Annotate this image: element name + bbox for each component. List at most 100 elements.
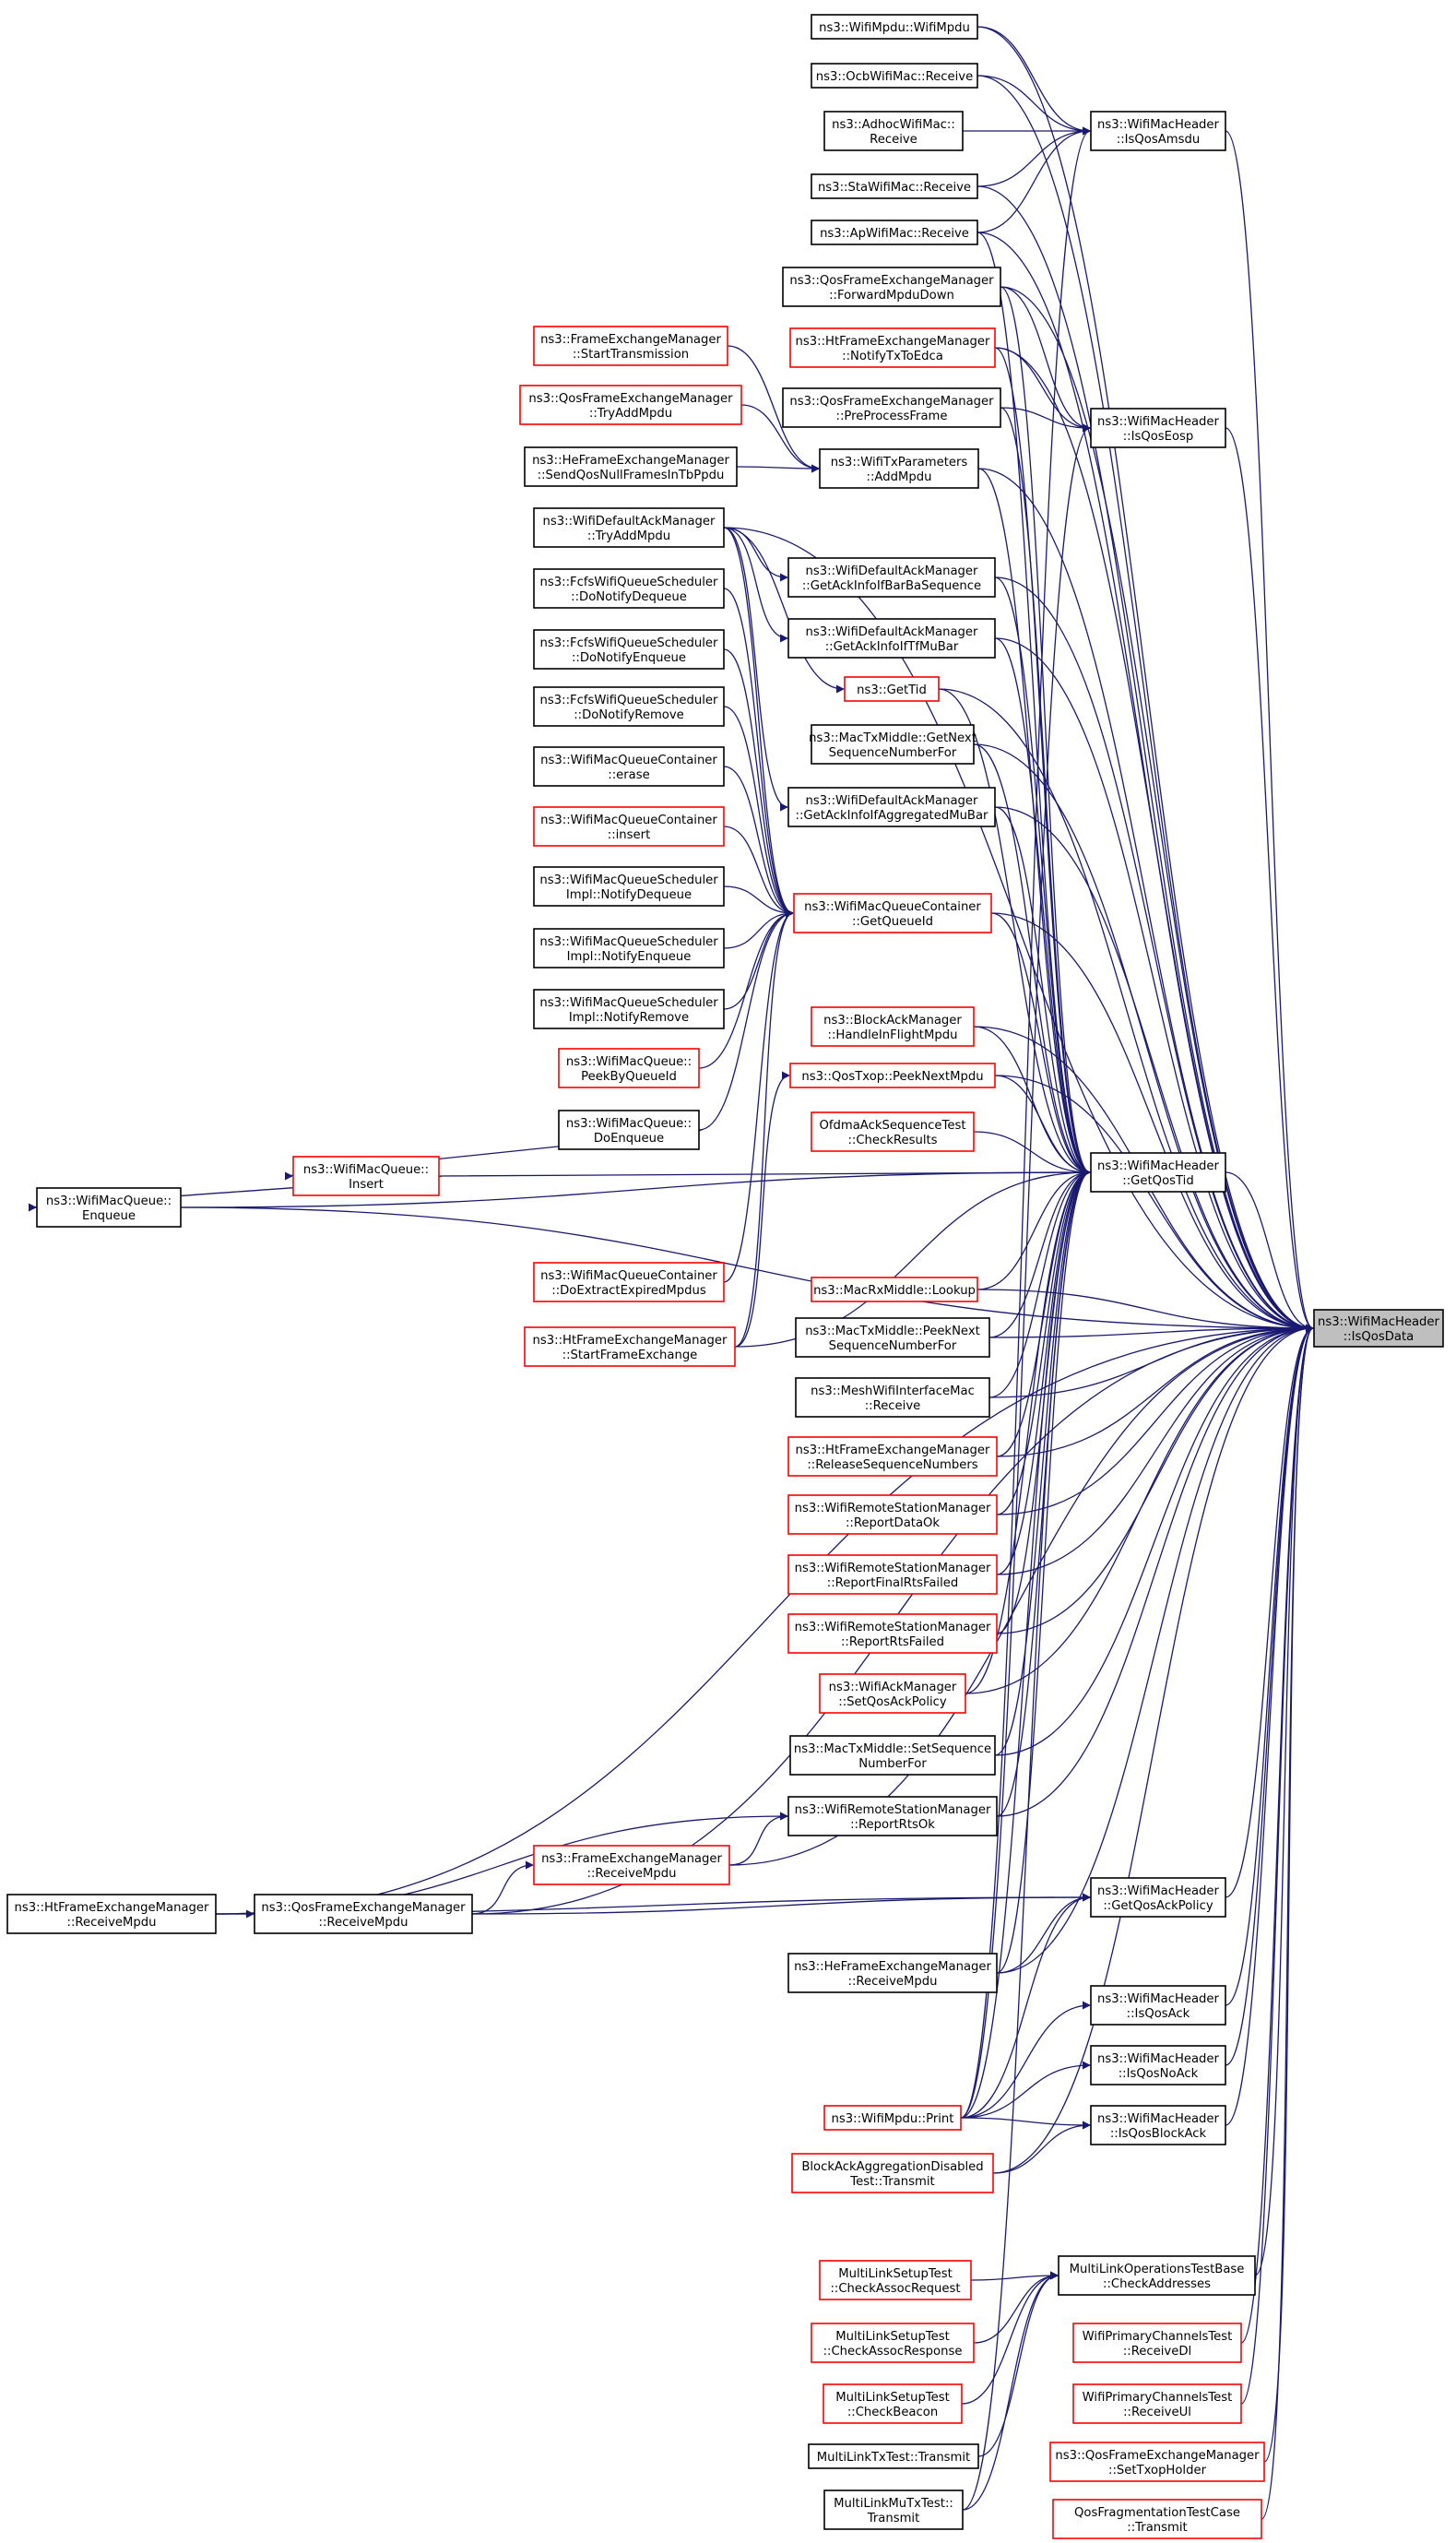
- node-label: ns3::FrameExchangeManager: [540, 333, 721, 347]
- node-report-data-ok[interactable]: ns3::WifiRemoteStationManager::ReportDat…: [787, 1494, 998, 1535]
- node-label: MultiLinkSetupTest: [838, 2267, 953, 2281]
- node-peek-by-queue-id[interactable]: ns3::WifiMacQueue::PeekByQueueId: [558, 1048, 700, 1088]
- node-do-enqueue[interactable]: ns3::WifiMacQueue::DoEnqueue: [558, 1110, 700, 1150]
- node-impl-enqueue[interactable]: ns3::WifiMacQueueSchedulerImpl::NotifyEn…: [533, 928, 725, 968]
- node-get-ack-tf-mu-bar[interactable]: ns3::WifiDefaultAckManager::GetAckInfoIf…: [787, 618, 996, 659]
- node-get-ack-bar-ba[interactable]: ns3::WifiDefaultAckManager::GetAckInfoIf…: [787, 557, 996, 598]
- node-primary-ul[interactable]: WifiPrimaryChannelsTest::ReceiveUl: [1072, 2383, 1242, 2424]
- node-report-rts-failed[interactable]: ns3::WifiRemoteStationManager::ReportRts…: [787, 1613, 998, 1654]
- node-notify-tx-to-edca[interactable]: ns3::HtFrameExchangeManager::NotifyTxToE…: [789, 327, 996, 368]
- node-check-beacon[interactable]: MultiLinkSetupTest::CheckBeacon: [823, 2383, 963, 2424]
- node-handle-in-flight[interactable]: ns3::BlockAckManager::HandleInFlightMpdu: [811, 1006, 975, 1047]
- node-box: [787, 1436, 998, 1477]
- call-edge-get-qos-tid-to-is-qos-data: [1225, 1171, 1314, 1333]
- node-qos-try-add-mpdu[interactable]: ns3::QosFrameExchangeManager::TryAddMpdu: [519, 385, 742, 425]
- node-box: [1058, 2255, 1256, 2296]
- node-label: ns3::QosFrameExchangeManager: [789, 395, 994, 409]
- node-get-next-seq[interactable]: ns3::MacTxMiddle::GetNextSequenceNumberF…: [809, 724, 977, 765]
- node-ml-mu-tx-transmit[interactable]: MultiLinkMuTxTest::Transmit: [823, 2490, 964, 2530]
- node-report-final-rts[interactable]: ns3::WifiRemoteStationManager::ReportFin…: [787, 1554, 998, 1595]
- node-label: ::DoNotifyEnqueue: [572, 651, 686, 665]
- node-queue-insert[interactable]: ns3::WifiMacQueue::Insert: [292, 1156, 440, 1196]
- node-is-qos-no-ack[interactable]: ns3::WifiMacHeader::IsQosNoAck: [1090, 2045, 1226, 2085]
- node-queue-enqueue[interactable]: ns3::WifiMacQueue::Enqueue: [36, 1187, 182, 1228]
- node-check-assoc-req[interactable]: MultiLinkSetupTest::CheckAssocRequest: [819, 2260, 972, 2300]
- node-get-ack-agg-mu-bar[interactable]: ns3::WifiDefaultAckManager::GetAckInfoIf…: [787, 787, 996, 827]
- node-check-assoc-resp[interactable]: MultiLinkSetupTest::CheckAssocResponse: [811, 2323, 975, 2363]
- node-label: ns3::WifiMacHeader: [1097, 1992, 1220, 2006]
- call-edge-impl-dequeue-to-get-queue-id: [723, 885, 794, 918]
- call-edge-mpdu-print-to-is-qos-no-ack: [960, 2061, 1091, 2119]
- node-peek-next-mpdu[interactable]: ns3::QosTxop::PeekNextMpdu: [789, 1063, 996, 1088]
- node-start-transmission[interactable]: ns3::FrameExchangeManager::StartTransmis…: [533, 326, 728, 366]
- node-fcfs-enqueue[interactable]: ns3::FcfsWifiQueueScheduler::DoNotifyEnq…: [533, 629, 725, 670]
- node-peek-next-seq[interactable]: ns3::MacTxMiddle::PeekNextSequenceNumber…: [795, 1317, 990, 1358]
- node-box: [819, 448, 979, 489]
- call-edge-add-mpdu-to-is-qos-data: [977, 468, 1314, 1333]
- node-is-qos-data[interactable]: ns3::WifiMacHeader::IsQosData: [1313, 1309, 1444, 1348]
- node-is-qos-eosp[interactable]: ns3::WifiMacHeader::IsQosEosp: [1090, 408, 1226, 448]
- node-set-qos-ack-policy[interactable]: ns3::WifiAckManager::SetQosAckPolicy: [819, 1673, 966, 1714]
- node-is-qos-block-ack[interactable]: ns3::WifiMacHeader::IsQosBlockAck: [1090, 2105, 1226, 2145]
- node-forward-mpdu-down[interactable]: ns3::QosFrameExchangeManager::ForwardMpd…: [782, 267, 1001, 307]
- node-get-qos-tid[interactable]: ns3::WifiMacHeader::GetQosTid: [1090, 1152, 1226, 1193]
- node-cont-insert[interactable]: ns3::WifiMacQueueContainer::insert: [533, 806, 725, 847]
- node-release-seq[interactable]: ns3::HtFrameExchangeManager::ReleaseSequ…: [787, 1436, 998, 1477]
- call-edge-ack-try-add-mpdu-to-get-queue-id: [723, 527, 794, 918]
- node-do-extract[interactable]: ns3::WifiMacQueueContainer::DoExtractExp…: [533, 1262, 725, 1302]
- node-report-rts-ok[interactable]: ns3::WifiRemoteStationManager::ReportRts…: [787, 1796, 998, 1836]
- node-label: ns3::MacRxMiddle::Lookup: [813, 1284, 976, 1298]
- node-set-txop-holder[interactable]: ns3::QosFrameExchangeManager::SetTxopHol…: [1049, 2442, 1265, 2482]
- node-primary-dl[interactable]: WifiPrimaryChannelsTest::ReceiveDl: [1072, 2323, 1242, 2363]
- node-qos-receive[interactable]: ns3::QosFrameExchangeManager::ReceiveMpd…: [254, 1894, 473, 1934]
- call-edge-forward-mpdu-down-to-get-qos-tid: [1000, 286, 1091, 1177]
- call-edge-report-data-ok-to-is-qos-data: [996, 1324, 1314, 1515]
- node-lookup[interactable]: ns3::MacRxMiddle::Lookup: [811, 1277, 978, 1302]
- node-ap-receive[interactable]: ns3::ApWifiMac::Receive: [811, 220, 978, 245]
- node-label: ns3::WifiDefaultAckManager: [543, 515, 716, 529]
- call-edge-notify-tx-to-edca-to-is-qos-data: [994, 347, 1314, 1333]
- node-is-qos-amsdu[interactable]: ns3::WifiMacHeader::IsQosAmsdu: [1090, 111, 1226, 151]
- node-ofdma-check[interactable]: OfdmaAckSequenceTest::CheckResults: [811, 1111, 975, 1152]
- node-label: ns3::WifiMacQueueContainer: [540, 1269, 717, 1283]
- node-start-frame-ex[interactable]: ns3::HtFrameExchangeManager::StartFrameE…: [524, 1326, 736, 1367]
- node-label: ns3::MeshWifiInterfaceMac: [811, 1384, 975, 1398]
- call-edge-lookup-to-get-qos-tid: [977, 1168, 1091, 1290]
- node-ocb-receive[interactable]: ns3::OcbWifiMac::Receive: [811, 63, 978, 89]
- node-he-receive[interactable]: ns3::HeFrameExchangeManager::ReceiveMpdu: [787, 1953, 998, 1993]
- call-edge-sta-receive-to-is-qos-data: [977, 185, 1314, 1333]
- node-impl-dequeue[interactable]: ns3::WifiMacQueueSchedulerImpl::NotifyDe…: [533, 866, 725, 907]
- node-sta-receive[interactable]: ns3::StaWifiMac::Receive: [811, 173, 978, 199]
- node-label: ns3::WifiMacQueue::: [303, 1163, 429, 1177]
- node-fem-receive[interactable]: ns3::FrameExchangeManager::ReceiveMpdu: [533, 1845, 730, 1885]
- node-is-qos-ack[interactable]: ns3::WifiMacHeader::IsQosAck: [1090, 1985, 1226, 2026]
- node-check-addresses[interactable]: MultiLinkOperationsTestBase::CheckAddres…: [1058, 2255, 1256, 2296]
- node-adhoc-receive[interactable]: ns3::AdhocWifiMac::Receive: [823, 111, 964, 151]
- node-ack-try-add-mpdu[interactable]: ns3::WifiDefaultAckManager::TryAddMpdu: [533, 507, 725, 548]
- node-label: ::ReceiveMpdu: [848, 1975, 938, 1989]
- node-get-queue-id[interactable]: ns3::WifiMacQueueContainer::GetQueueId: [793, 893, 992, 933]
- call-edge-ba-disabled-to-is-qos-data: [992, 1324, 1314, 2174]
- node-add-mpdu[interactable]: ns3::WifiTxParameters::AddMpdu: [819, 448, 979, 489]
- node-ml-tx-transmit[interactable]: MultiLinkTxTest::Transmit: [808, 2443, 979, 2469]
- node-label: ns3::HtFrameExchangeManager: [796, 1444, 990, 1457]
- node-fcfs-dequeue[interactable]: ns3::FcfsWifiQueueScheduler::DoNotifyDeq…: [533, 568, 725, 609]
- node-fcfs-remove[interactable]: ns3::FcfsWifiQueueScheduler::DoNotifyRem…: [533, 686, 725, 727]
- node-send-qos-null[interactable]: ns3::HeFrameExchangeManager::SendQosNull…: [524, 446, 738, 487]
- call-edge-impl-enqueue-to-get-queue-id: [723, 909, 794, 949]
- node-label: MultiLinkOperationsTestBase: [1070, 2263, 1245, 2276]
- node-wifi-mpdu-ctor[interactable]: ns3::WifiMpdu::WifiMpdu: [811, 14, 978, 40]
- node-pre-process-frame[interactable]: ns3::QosFrameExchangeManager::PreProcess…: [782, 387, 1001, 428]
- node-get-qos-ack-policy[interactable]: ns3::WifiMacHeader::GetQosAckPolicy: [1090, 1877, 1226, 1918]
- node-label: ns3::WifiDefaultAckManager: [806, 794, 978, 808]
- node-qos-frag-transmit[interactable]: QosFragmentationTestCase::Transmit: [1052, 2499, 1262, 2539]
- node-ba-disabled[interactable]: BlockAckAggregationDisabledTest::Transmi…: [791, 2153, 994, 2193]
- node-box: [524, 446, 738, 487]
- node-mpdu-print[interactable]: ns3::WifiMpdu::Print: [823, 2105, 962, 2131]
- node-impl-remove[interactable]: ns3::WifiMacQueueSchedulerImpl::NotifyRe…: [533, 989, 725, 1029]
- node-mesh-receive[interactable]: ns3::MeshWifiInterfaceMac::Receive: [795, 1377, 990, 1418]
- node-get-tid[interactable]: ns3::GetTid: [844, 676, 940, 702]
- node-cont-erase[interactable]: ns3::WifiMacQueueContainer::erase: [533, 746, 725, 787]
- node-ht-receive[interactable]: ns3::HtFrameExchangeManager::ReceiveMpdu: [6, 1894, 217, 1934]
